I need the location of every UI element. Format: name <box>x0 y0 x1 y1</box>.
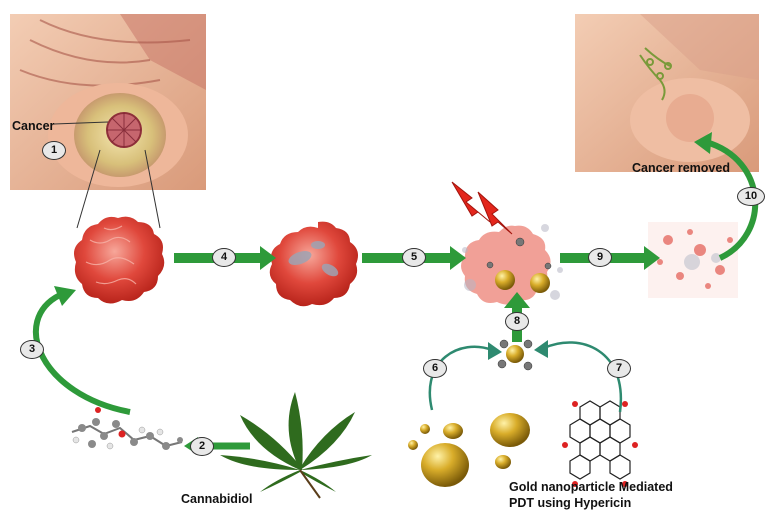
tumor-with-nanoparticles <box>461 224 563 305</box>
step-badge-6: 6 <box>423 359 447 378</box>
step-badge-10: 10 <box>737 187 765 206</box>
zoom-line-right <box>144 149 161 229</box>
step-badge-5: 5 <box>402 248 426 267</box>
arrow-3 <box>32 286 131 415</box>
nanoparticle-conjugate <box>497 339 533 371</box>
step-badge-7: 7 <box>607 359 631 378</box>
tumor-destroyed <box>648 222 738 298</box>
cannabis-leaf-icon <box>220 392 372 499</box>
nanoparticle-in-tumor <box>495 270 515 290</box>
label-cancer-removed: Cancer removed <box>632 161 730 175</box>
step-badge-3: 3 <box>20 340 44 359</box>
label-pdt-line1: Gold nanoparticle Mediated <box>509 480 673 494</box>
arrow-6 <box>428 342 502 411</box>
step-badge-8: 8 <box>505 312 529 331</box>
label-cannabidiol: Cannabidiol <box>181 492 253 506</box>
step-badge-4: 4 <box>212 248 236 267</box>
tumor-after-cbd <box>269 221 358 307</box>
nanoparticle-in-tumor <box>530 273 550 293</box>
hypericin-molecule-icon <box>562 400 638 487</box>
breast-after-illustration <box>575 14 759 172</box>
hypericin-in-tumor <box>486 237 552 270</box>
step-badge-2: 2 <box>190 437 214 456</box>
gold-nanoparticle-field <box>408 413 530 487</box>
tumor-initial <box>74 216 165 304</box>
label-cancer: Cancer <box>12 119 55 133</box>
breast-before-illustration <box>10 14 206 190</box>
zoom-line-left <box>76 149 101 229</box>
lightning-icon <box>451 181 513 235</box>
step-badge-1: 1 <box>42 141 66 160</box>
arrow-7 <box>534 340 623 413</box>
cannabidiol-molecule-icon <box>71 407 183 450</box>
step-badge-9: 9 <box>588 248 612 267</box>
label-pdt-line2: PDT using Hypericin <box>509 496 632 510</box>
